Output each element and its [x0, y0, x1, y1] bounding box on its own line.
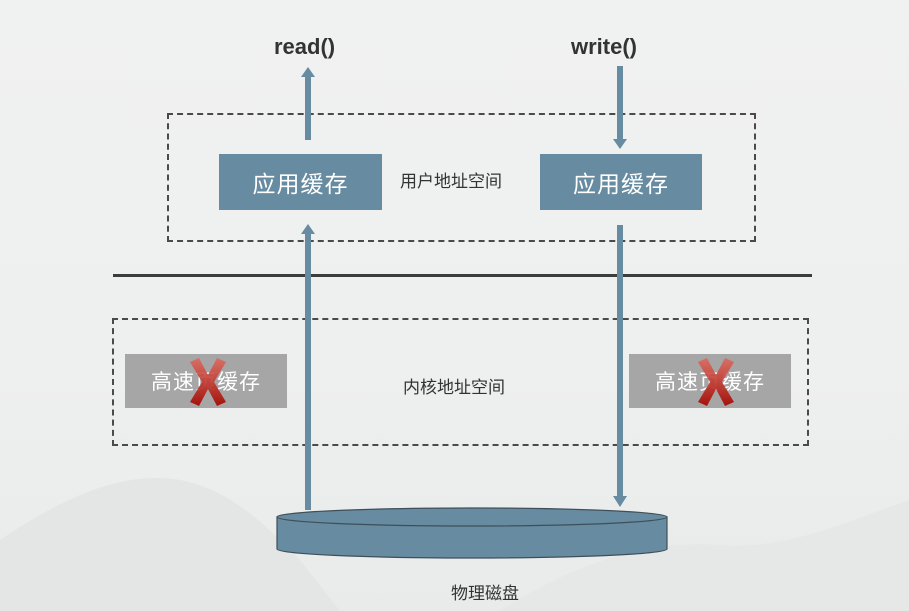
- app-cache-read: 应用缓存: [219, 154, 382, 210]
- write-arrow-app-cache-to-disk: [613, 225, 627, 507]
- cross-icon-write: [698, 358, 734, 406]
- user-kernel-divider: [113, 274, 812, 277]
- write-arrow-write-to-app-cache: [613, 66, 627, 149]
- physical-disk-label: 物理磁盘: [451, 584, 519, 604]
- app-cache-write-label: 应用缓存: [573, 172, 669, 198]
- physical-disk-icon: [276, 507, 668, 559]
- kernel-address-space-region: [112, 318, 809, 446]
- user-address-space-region: [167, 113, 756, 242]
- kernel-address-space-label: 内核地址空间: [403, 378, 505, 398]
- app-cache-write: 应用缓存: [540, 154, 702, 210]
- user-address-space-label: 用户地址空间: [400, 172, 502, 192]
- read-arrow-app-cache-to-read: [301, 67, 315, 140]
- read-arrow-disk-to-app-cache: [301, 224, 315, 510]
- cross-icon-read: [190, 358, 226, 406]
- app-cache-read-label: 应用缓存: [252, 172, 349, 198]
- read-function-label: read(): [274, 34, 336, 59]
- write-function-label: write(): [571, 34, 637, 59]
